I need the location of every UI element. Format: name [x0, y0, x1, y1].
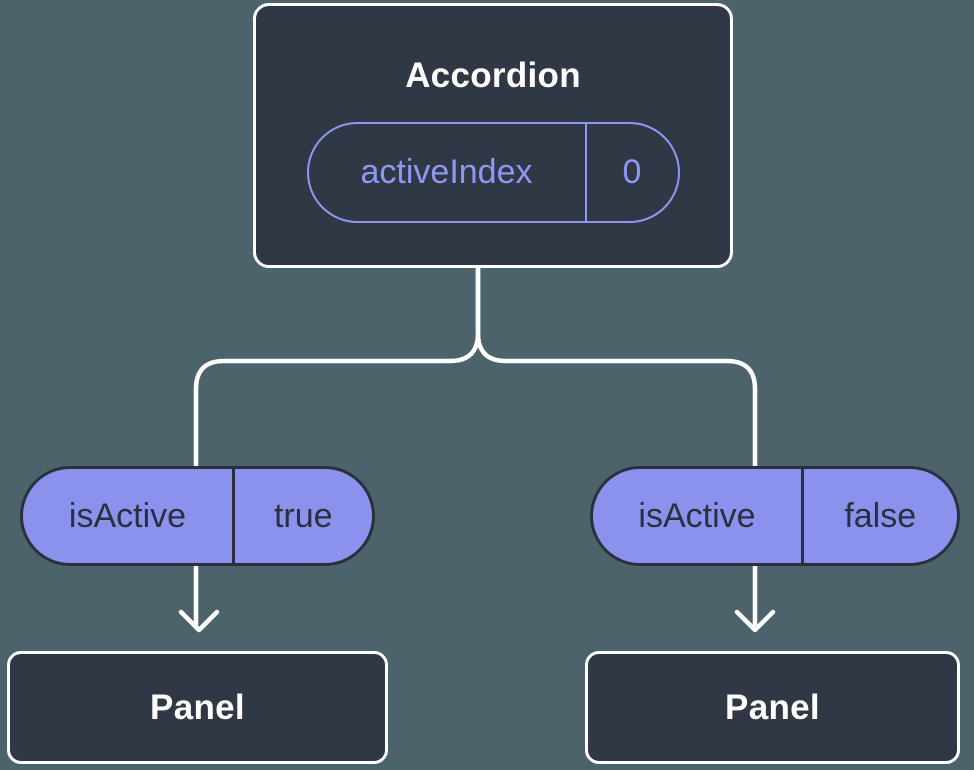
component-title: Panel: [150, 687, 245, 727]
pill-divider: [584, 124, 587, 221]
accordion-component-node: Accordion activeIndex 0: [253, 3, 733, 268]
prop-name: isActive: [68, 496, 187, 535]
connector-trunk-right-branch: [475, 266, 758, 630]
prop-pill-right: isActive false: [590, 466, 960, 566]
prop-value: false: [844, 496, 917, 535]
pill-divider: [801, 469, 804, 563]
state-value: 0: [622, 153, 642, 191]
prop-value: true: [273, 496, 333, 535]
panel-component-node-left: Panel: [7, 651, 388, 764]
prop-name: isActive: [638, 496, 756, 535]
right-arrow-down-icon: [734, 609, 776, 633]
prop-pill-left: isActive true: [20, 466, 375, 566]
pill-divider: [232, 469, 235, 563]
connector-trunk-left-branch: [193, 266, 481, 630]
left-arrow-down-icon: [178, 609, 220, 633]
state-pill: activeIndex 0: [306, 122, 680, 223]
component-title: Accordion: [405, 56, 581, 95]
panel-component-node-right: Panel: [585, 651, 960, 764]
component-title: Panel: [725, 687, 820, 727]
state-name: activeIndex: [360, 153, 533, 191]
